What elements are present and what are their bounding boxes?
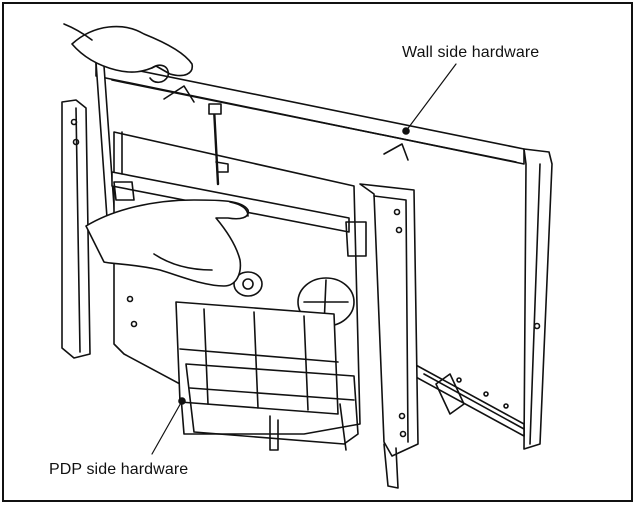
pdp-side-hardware-label: PDP side hardware <box>49 461 189 478</box>
wall-side-pointer-dot <box>402 127 410 135</box>
lower-hand-illustration <box>85 199 250 287</box>
pdp-side-pointer-dot <box>178 397 186 405</box>
callout-lines <box>151 63 457 455</box>
wall-side-hardware-label: Wall side hardware <box>402 44 540 61</box>
upper-hand-illustration <box>63 23 194 84</box>
pdp-side-hardware-plate <box>61 99 419 489</box>
mounting-hardware-illustration <box>61 23 553 489</box>
diagram-frame: Wall side hardware PDP side hardware <box>2 2 633 502</box>
